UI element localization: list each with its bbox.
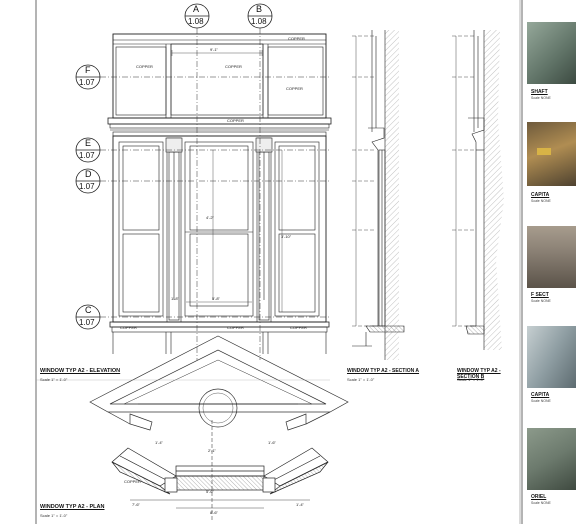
photo-caption-capital-1: CAPITA xyxy=(531,192,550,198)
photo-caption-shaft: SHAFT xyxy=(531,89,548,95)
grid-d-letter: D xyxy=(85,169,92,179)
grid-f-ref: 1.07 xyxy=(79,78,95,87)
grid-c-letter: C xyxy=(85,305,92,315)
elev-dim-5: 1'-8" xyxy=(171,296,179,301)
photo-caption-capital-2: CAPITA xyxy=(531,392,550,398)
plan-dim-7: 8'-6" xyxy=(210,510,218,515)
photo-scale-f-section: Scale NONE xyxy=(531,299,551,303)
photo-scale-capital-1: Scale NONE xyxy=(531,199,551,203)
photo-capital-1 xyxy=(527,122,576,186)
pediment-drawing xyxy=(89,335,349,431)
note-copper-2: COPPER xyxy=(225,64,242,69)
section-b-title: WINDOW TYP A2 - SECTION B xyxy=(457,368,501,380)
grid-bubbles xyxy=(75,3,273,330)
photo-scale-shaft: Scale NONE xyxy=(531,96,551,100)
elev-dim-2: 4'-2" xyxy=(206,215,214,220)
photo-oriel xyxy=(527,428,576,490)
elev-dim-1: 9'-1" xyxy=(210,47,218,52)
grid-c-ref: 1.07 xyxy=(79,318,95,327)
section-a-scale: Scale 1" = 1'-0" xyxy=(347,377,375,382)
section-b-scale: Scale 1" = 1'-0" xyxy=(457,377,485,382)
plan-dim-6: 1'-4" xyxy=(296,502,304,507)
elev-dim-3: 5'-8" xyxy=(212,296,220,301)
grid-f-letter: F xyxy=(85,65,91,75)
grid-e-ref: 1.07 xyxy=(79,151,95,160)
note-copper-9: COPPER xyxy=(124,479,141,484)
elevation-title-block: WINDOW TYP A2 - ELEVATION Scale 1" = 1'-… xyxy=(40,368,200,384)
photo-capital-2 xyxy=(527,326,576,388)
photo-caption-f-section: F SECT xyxy=(531,292,549,298)
grid-b-letter: B xyxy=(256,4,263,14)
grid-a-ref: 1.08 xyxy=(188,17,204,26)
plan-title: WINDOW TYP A2 - PLAN xyxy=(40,504,105,510)
photo-caption-oriel: ORIEL xyxy=(531,494,547,500)
note-copper-1: COPPER xyxy=(136,64,153,69)
section-a-title-block: WINDOW TYP A2 - SECTION A Scale 1" = 1'-… xyxy=(347,368,437,384)
section-a-drawing xyxy=(352,30,405,360)
window-elevation xyxy=(107,33,332,354)
section-b-title-block: WINDOW TYP A2 - SECTION B Scale 1" = 1'-… xyxy=(457,368,519,384)
plan-drawing xyxy=(111,420,329,520)
plan-dim-2: 2'-1" xyxy=(208,448,216,453)
elev-dim-4: 3'-10" xyxy=(281,234,292,239)
note-copper-4: COPPER xyxy=(288,36,305,41)
photo-shaft xyxy=(527,22,576,84)
plan-scale: Scale 1" = 1'-0" xyxy=(40,513,68,518)
plan-title-block: WINDOW TYP A2 - PLAN Scale 1" = 1'-0" xyxy=(40,504,200,520)
photo-scale-capital-2: Scale NONE xyxy=(531,399,551,403)
note-copper-7: COPPER xyxy=(227,325,244,330)
note-copper-3: COPPER xyxy=(286,86,303,91)
plan-dim-5: 7'-6" xyxy=(132,502,140,507)
section-a-title: WINDOW TYP A2 - SECTION A xyxy=(347,368,420,374)
note-copper-8: COPPER xyxy=(290,325,307,330)
note-copper-6: COPPER xyxy=(120,325,137,330)
plan-dim-1: 1'-4" xyxy=(155,440,163,445)
elevation-title: WINDOW TYP A2 - ELEVATION xyxy=(40,368,121,374)
plan-dim-3: 1'-6" xyxy=(268,440,276,445)
grid-e-letter: E xyxy=(85,138,92,148)
photo-f-section xyxy=(527,226,576,288)
section-b-drawing xyxy=(452,30,504,350)
reference-photos: SHAFT Scale NONE CAPITA Scale NONE F SEC… xyxy=(523,0,576,524)
plan-dim-4: 5'-6" xyxy=(206,489,214,494)
grid-a-letter: A xyxy=(193,4,200,14)
grid-d-ref: 1.07 xyxy=(79,182,95,191)
elevation-scale: Scale 1" = 1'-0" xyxy=(40,377,68,382)
gridlines xyxy=(100,28,330,360)
photo-scale-oriel: Scale NONE xyxy=(531,501,551,505)
grid-b-ref: 1.08 xyxy=(251,17,267,26)
note-copper-5: COPPER xyxy=(227,118,244,123)
